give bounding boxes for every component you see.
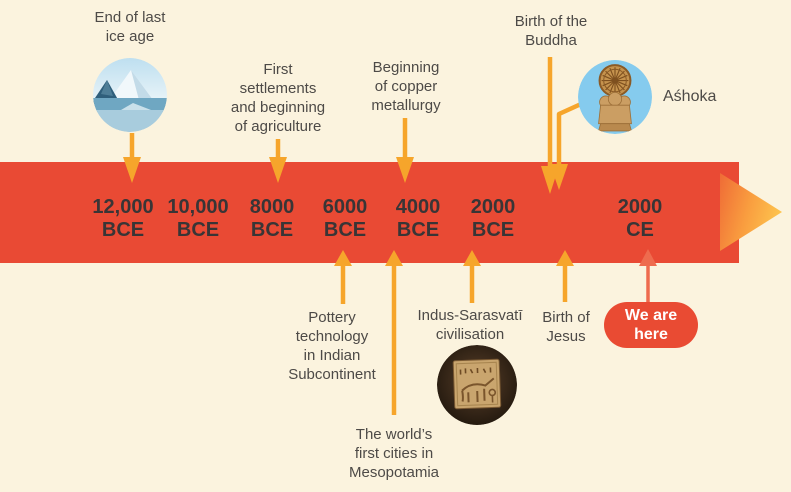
ashoka-connector-icon [550, 101, 582, 190]
ashoka-label: Aśhoka [663, 88, 717, 105]
date-value: 10,000 [167, 196, 229, 218]
mesopotamia-arrow-icon [385, 250, 403, 415]
seal-animal-figure [461, 377, 495, 403]
pottery-label: Pottery technology in Indian Subcontinen… [288, 309, 376, 383]
dharma-wheel-icon [598, 64, 632, 97]
lion-capital-wheel-illustration [578, 60, 652, 134]
lion-figures [598, 91, 632, 132]
pottery-arrow-icon [334, 250, 352, 304]
seal-standard-object [488, 388, 497, 403]
indus-arrow-icon [463, 250, 481, 303]
mesopotamia-label: The world’s first cities in Mesopotamia [348, 426, 440, 481]
buddha-label: Birth of the Buddha [514, 13, 588, 49]
date-6000-bce: 6000 BCE [323, 196, 368, 242]
ice-age-arrow-icon [123, 133, 141, 183]
ice-age-label: End of last ice age [94, 9, 166, 45]
copper-arrow-icon [396, 118, 414, 183]
date-era: BCE [471, 219, 515, 241]
date-era: CE [626, 219, 654, 241]
date-value: 8000 [249, 196, 295, 218]
date-2000-ce: 2000 CE [618, 196, 663, 242]
date-12000-bce: 12,000 BCE [92, 196, 153, 242]
we-are-here-badge: We are here [604, 302, 698, 348]
jesus-arrow-icon [556, 250, 574, 302]
date-value: 2000 [617, 196, 663, 218]
date-era: BCE [176, 219, 220, 241]
date-value: 12,000 [92, 196, 154, 218]
date-era: BCE [323, 219, 367, 241]
ice-age-photo [93, 58, 167, 132]
date-2000-bce: 2000 BCE [471, 196, 516, 242]
jesus-label: Birth of Jesus [542, 309, 590, 345]
date-era: BCE [250, 219, 294, 241]
date-8000-bce: 8000 BCE [250, 196, 295, 242]
date-4000-bce: 4000 BCE [396, 196, 441, 242]
agriculture-label: First settlements and beginning of agric… [230, 61, 326, 135]
copper-label: Beginning of copper metallurgy [371, 59, 441, 114]
glacier-iceberg-illustration [93, 58, 167, 132]
date-value: 6000 [322, 196, 368, 218]
agriculture-arrow-icon [269, 139, 287, 183]
date-era: BCE [101, 219, 145, 241]
date-era: BCE [396, 219, 440, 241]
timeline-band [0, 162, 739, 263]
unicorn-seal-illustration [437, 345, 517, 425]
we-are-here-connector-icon [639, 249, 657, 304]
ashoka-capital-photo [578, 60, 652, 134]
seal-script-marks [459, 367, 492, 375]
date-value: 2000 [470, 196, 516, 218]
indus-label: Indus-Sarasvatī civilisation [417, 307, 523, 343]
indus-seal-photo [437, 345, 517, 425]
date-value: 4000 [395, 196, 441, 218]
date-10000-bce: 10,000 BCE [167, 196, 228, 242]
